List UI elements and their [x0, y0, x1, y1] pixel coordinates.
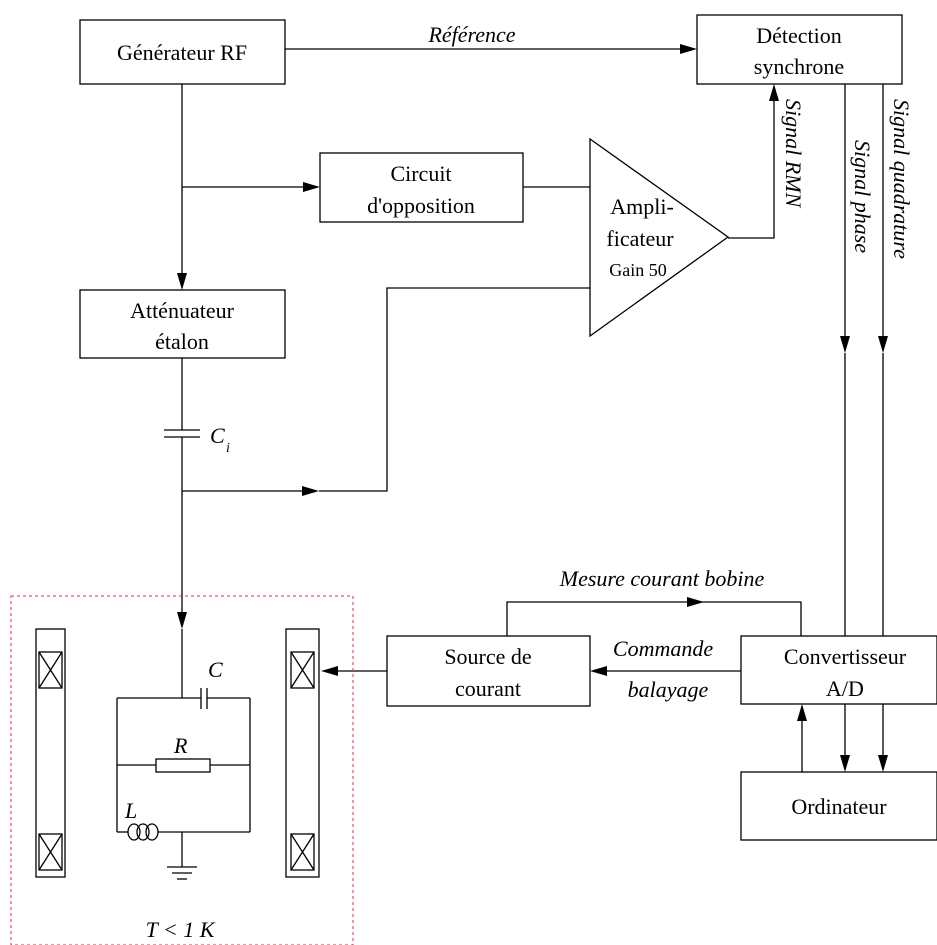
coil-right: [285, 628, 320, 878]
temperature-label: T < 1 K: [146, 917, 216, 942]
generator-to-attenuator-wire: [177, 84, 187, 290]
source-courant-block: Source de courant: [386, 635, 591, 707]
reference-label: Référence: [427, 22, 515, 47]
generator-to-circuit-wire: [182, 182, 320, 192]
signal-quadrature-connection: Signal quadrature: [878, 84, 914, 636]
resistor-r-label: R: [173, 733, 188, 758]
sample-to-ampli-wire: [182, 287, 590, 496]
capacitor-ci-subscript: i: [226, 441, 230, 456]
signal-phase-label: Signal phase: [850, 140, 875, 253]
detection-label-line2: synchrone: [754, 54, 844, 79]
circuit-label-line1: Circuit: [390, 161, 451, 186]
ampli-label-line1: Ampli-: [610, 194, 674, 219]
attenuateur-label-line2: étalon: [155, 329, 209, 354]
capacitor-ci: C i: [210, 423, 230, 456]
convertisseur-label-line1: Convertisseur: [784, 644, 907, 669]
attenuator-to-sample-wire: [164, 358, 200, 698]
attenuateur-block: Atténuateur étalon: [79, 289, 286, 359]
balayage-label: balayage: [628, 677, 709, 702]
source-label-line2: courant: [455, 676, 521, 701]
rlc-sample-circuit: [116, 688, 251, 880]
reference-connection: Référence: [285, 22, 697, 54]
signal-rmn-connection: Signal RMN: [728, 84, 806, 239]
amplificateur-block: Ampli- ficateur Gain 50: [589, 137, 730, 338]
signal-rmn-label: Signal RMN: [781, 99, 806, 208]
convertisseur-label-line2: A/D: [826, 676, 864, 701]
convertisseur-block: Convertisseur A/D: [740, 635, 937, 705]
generateur-rf-label: Générateur RF: [117, 40, 247, 65]
ampli-gain-label: Gain 50: [609, 260, 667, 280]
inductor-l-label: L: [124, 798, 137, 823]
ordinateur-block: Ordinateur: [740, 771, 937, 841]
signal-phase-connection: Signal phase: [840, 84, 875, 636]
detection-synchrone-block: Détection synchrone: [696, 14, 903, 85]
mesure-courant-connection: Mesure courant bobine: [506, 566, 802, 636]
source-label-line1: Source de: [444, 644, 531, 669]
circuit-label-line2: d'opposition: [367, 193, 475, 218]
source-to-coil-wire: [321, 666, 387, 676]
detection-label-line1: Détection: [756, 23, 842, 48]
converter-to-computer-wires: [797, 704, 888, 772]
generateur-rf-block: Générateur RF: [79, 19, 286, 85]
mesure-courant-label: Mesure courant bobine: [559, 566, 765, 591]
capacitor-c-label: C: [208, 657, 223, 682]
commande-connection: Commande balayage: [590, 636, 741, 702]
attenuateur-label-line1: Atténuateur: [130, 298, 235, 323]
cryostat-boundary: [10, 595, 354, 945]
signal-quadrature-label: Signal quadrature: [889, 99, 914, 259]
commande-label: Commande: [613, 636, 713, 661]
capacitor-ci-label: C: [210, 423, 225, 448]
ordinateur-label: Ordinateur: [791, 794, 887, 819]
circuit-opposition-block: Circuit d'opposition: [319, 152, 524, 223]
ampli-label-line2: ficateur: [606, 226, 674, 251]
coil-left: [35, 628, 66, 878]
